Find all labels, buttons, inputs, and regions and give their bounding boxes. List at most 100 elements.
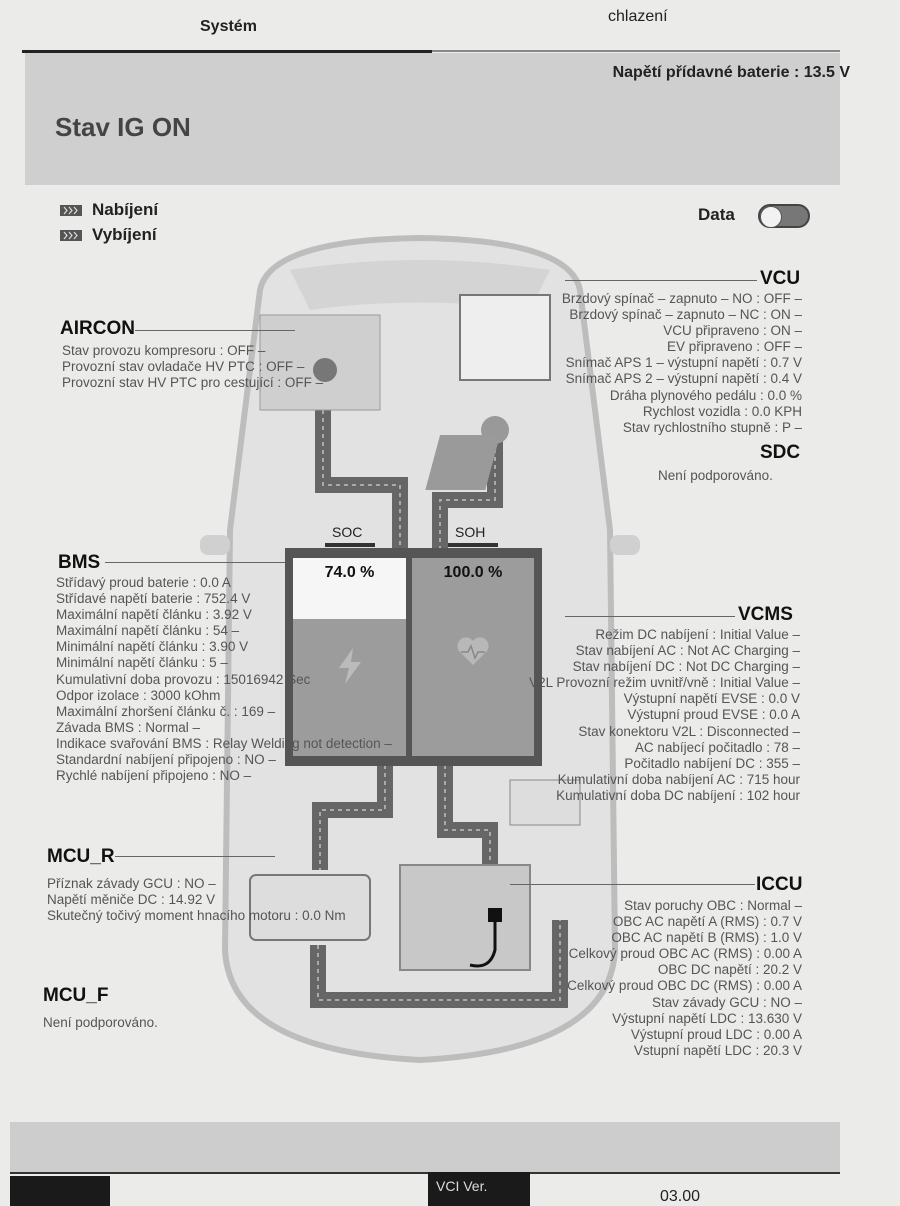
right-mirror [610,535,640,555]
data-line: Standardní nabíjení připojeno : NO – [56,752,276,768]
heart-icon [457,637,489,665]
data-line: Stav rychlostního stupně : P – [622,419,802,435]
data-line: EV připraveno : OFF – [666,339,802,355]
charging-arrows-icon [60,204,82,216]
vcu-module-icon [459,294,551,381]
data-line: Brzdový spínač – zapnuto – NC : ON – [569,307,802,323]
data-line: Minimální napětí článku : 5 – [56,655,228,671]
data-line: Kumulativní doba provozu : 15016942 Sec [56,671,311,687]
mcu-f-title: MCU_F [43,985,109,1006]
data-line: OBC AC napětí B (RMS) : 1.0 V [611,930,802,946]
data-line: Provozní stav ovladače HV PTC : OFF – [62,359,305,375]
tab-cooling[interactable]: chlazení [608,8,668,25]
aux-battery-voltage: Napětí přídavné baterie : 13.5 V [612,64,850,81]
data-line: Výstupní napětí EVSE : 0.0 V [623,691,800,707]
page-title: Stav IG ON [55,112,191,142]
footer-software-tab[interactable] [10,1176,110,1206]
data-line: Brzdový spínač – zapnuto – NO : OFF – [561,291,802,306]
footer-band [10,1122,840,1172]
data-toggle-label: Data [698,205,735,224]
footer-divider [10,1172,840,1174]
data-line: Snímač APS 1 – výstupní napětí : 0.7 V [565,355,802,371]
fan-icon [313,358,337,382]
aircon-title: AIRCON [60,318,135,339]
data-line: Výstupní napětí LDC : 13.630 V [612,1010,802,1026]
legend-discharging-label: Vybíjení [92,225,157,244]
discharging-arrows-icon [60,229,82,241]
soc-connector [325,543,375,547]
lightning-icon [339,648,361,684]
data-line: Maximální zhoršení článku č. : 169 – [56,703,276,719]
iccu-data: Stav poruchy OBC : Normal –OBC AC napětí… [567,898,802,1059]
sdc-title: SDC [760,442,801,463]
mcu-r-leader [115,856,275,857]
data-line: Stav nabíjení AC : Not AC Charging – [575,643,800,659]
charging-plug-icon [469,920,497,968]
legend-charging: Nabíjení [60,200,158,220]
data-line: Kumulativní doba DC nabíjení : 102 hour [556,787,800,803]
vcms-data: Režim DC nabíjení : Initial Value –Stav … [529,627,800,804]
soh-gauge: 100.0 % [412,558,534,756]
vcu-leader [565,280,757,281]
iccu-title: ICCU [756,874,803,895]
data-line: Vstupní napětí LDC : 20.3 V [633,1042,802,1058]
data-line: OBC AC napětí A (RMS) : 0.7 V [612,914,802,930]
vcms-title: VCMS [738,604,793,625]
iccu-leader [510,884,755,885]
solar-panel-icon [425,435,501,490]
tab-system[interactable]: Systém [200,18,257,35]
data-line: Výstupní proud EVSE : 0.0 A [627,707,800,723]
data-toggle[interactable] [758,204,810,228]
data-line: Rychlost vozidla : 0.0 KPH [642,403,802,419]
soh-connector [448,543,498,547]
soc-gauge: 74.0 % [293,558,406,756]
vci-version-label: VCI Ver. [428,1172,530,1206]
data-line: Celkový proud OBC DC (RMS) : 0.00 A [567,978,802,994]
data-line: Střídavé napětí baterie : 752.4 V [56,591,251,607]
data-line: AC nabíjecí počitadlo : 78 – [634,739,800,755]
mcu-f-status: Není podporováno. [43,1015,158,1030]
aircon-data: Stav provozu kompresoru : OFF –Provozní … [62,343,323,391]
mcu-r-title: MCU_R [47,846,115,867]
data-line: Závada BMS : Normal – [56,719,201,735]
data-line: Stav provozu kompresoru : OFF – [62,343,266,358]
data-line: Příznak závady GCU : NO – [47,876,216,891]
data-line: Celkový proud OBC AC (RMS) : 0.00 A [568,946,802,962]
data-line: VCU připraveno : ON – [663,323,802,339]
vcu-data: Brzdový spínač – zapnuto – NO : OFF –Brz… [562,291,802,436]
vcms-module-icon [509,779,581,826]
active-tab-indicator [22,50,432,53]
data-line: Dráha plynového pedálu : 0.0 % [609,387,802,403]
iccu-module-icon [399,864,531,971]
data-line: Maximální napětí článku : 3.92 V [56,607,252,623]
data-line: Střídavý proud baterie : 0.0 A [56,575,231,590]
data-line: Indikace svařování BMS : Relay Welding n… [56,735,392,751]
data-line: Stav nabíjení DC : Not DC Charging – [572,659,800,675]
data-line: V2L Provozní režim uvnitř/vně : Initial … [529,675,800,691]
data-line: Stav poruchy OBC : Normal – [624,898,802,913]
bms-leader [105,562,285,563]
legend-charging-label: Nabíjení [92,200,159,219]
data-line: OBC DC napětí : 20.2 V [657,962,802,978]
data-line: Počitadlo nabíjení DC : 355 – [624,755,800,771]
data-line: Maximální napětí článku : 54 – [56,623,240,639]
data-line: Skutečný točivý moment hnacího motoru : … [47,908,346,924]
soc-value: 74.0 % [324,564,375,581]
data-line: Provozní stav HV PTC pro cestující : OFF… [62,375,324,391]
data-line: Snímač APS 2 – výstupní napětí : 0.4 V [565,371,802,387]
tab-divider [432,50,840,52]
data-line: Výstupní proud LDC : 0.00 A [630,1026,802,1042]
data-line: Odpor izolace : 3000 kOhm [56,687,221,703]
data-line: Stav konektoru V2L : Disconnected – [578,723,800,739]
soc-empty-portion [293,558,406,620]
legend-discharging: Vybíjení [60,225,157,245]
data-line: Režim DC nabíjení : Initial Value – [595,627,800,642]
vcu-title: VCU [760,268,801,289]
soc-label: SOC [332,524,363,540]
data-line: Napětí měniče DC : 14.92 V [47,892,216,908]
sdc-status: Není podporováno. [658,468,773,483]
data-line: Kumulativní doba nabíjení AC : 715 hour [557,771,800,787]
mcu-r-data: Příznak závady GCU : NO –Napětí měniče D… [47,876,346,924]
rear-motor-icon [249,874,371,941]
